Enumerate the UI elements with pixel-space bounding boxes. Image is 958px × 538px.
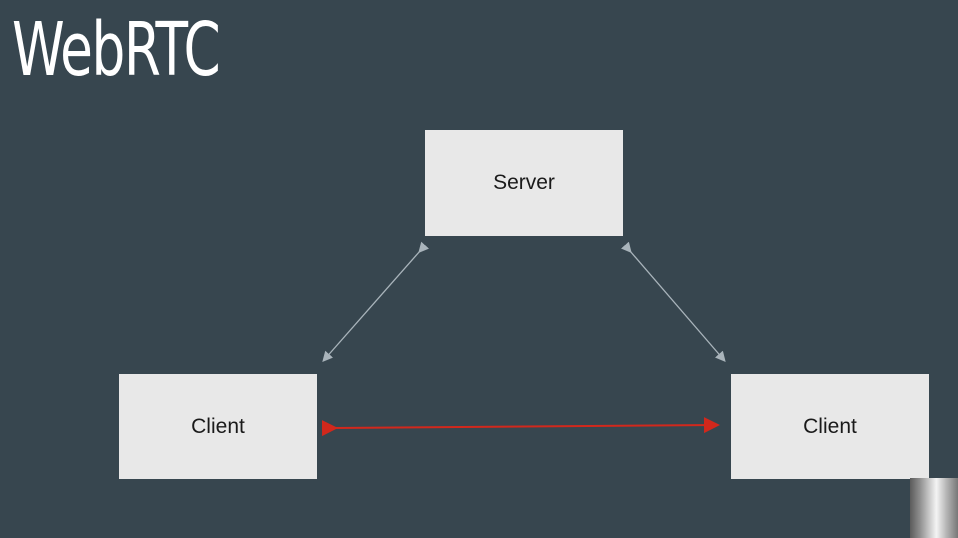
- server-node: Server: [425, 130, 623, 236]
- client-right-label: Client: [803, 414, 857, 438]
- server-label: Server: [493, 171, 555, 194]
- client-left-label: Client: [191, 414, 245, 438]
- client-node-right: Client: [731, 374, 929, 479]
- signaling-arrow-right: [620, 241, 726, 362]
- webcam-thumbnail: [910, 478, 958, 538]
- signaling-arrow-left: [322, 241, 430, 362]
- peer-connection-arrow: [321, 417, 720, 437]
- client-node-left: Client: [119, 374, 317, 479]
- slide-title: WebRTC: [12, 7, 221, 93]
